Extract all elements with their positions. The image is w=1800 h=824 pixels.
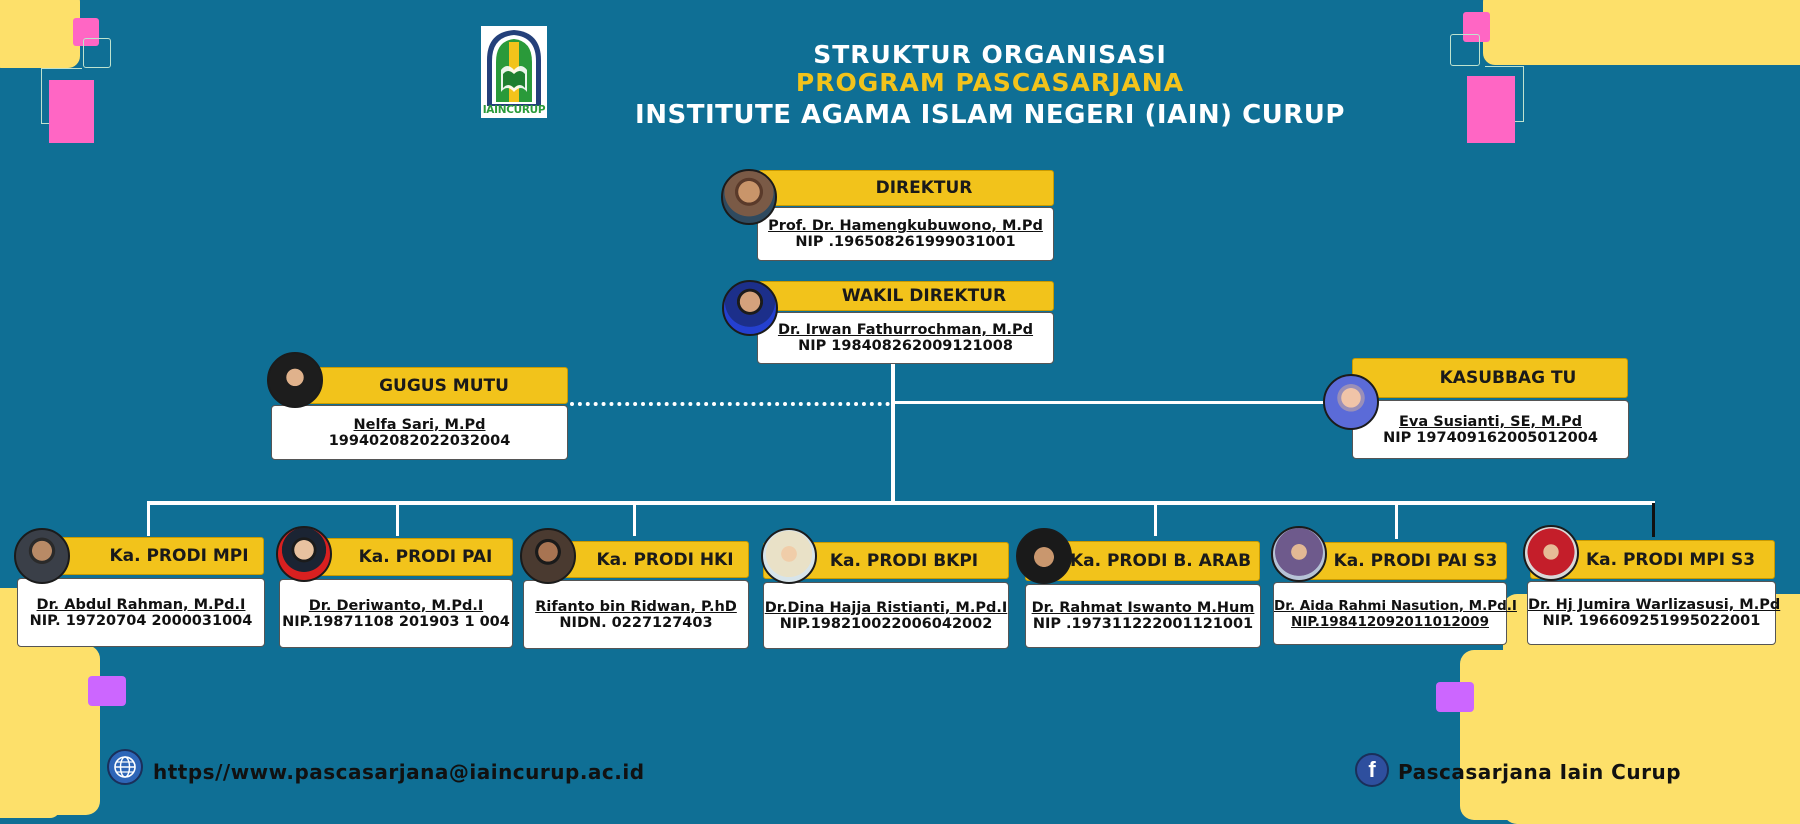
prodi-info: Dr. Abdul Rahman, M.Pd.I NIP. 19720704 2… [17, 578, 265, 647]
deco-outline-top-right [1450, 34, 1480, 66]
kasubbag-tu-nip: NIP 197409162005012004 [1383, 429, 1598, 446]
deco-yellow-top-right [1483, 0, 1800, 65]
deco-yellow-top-left [0, 0, 80, 68]
website-link[interactable]: https//www.pascasarjana@iaincurup.ac.id [153, 760, 645, 784]
page-title: STRUKTUR ORGANISASI [813, 40, 1167, 69]
prodi-role: Ka. PRODI MPI S3 [1530, 540, 1775, 579]
prodi-mpis3-photo [1523, 525, 1579, 581]
prodi-mpi-photo [14, 528, 70, 584]
institution-title: INSTITUTE AGAMA ISLAM NEGERI (IAIN) CURU… [635, 100, 1345, 130]
prodi-nip: NIDN. 0227127403 [559, 614, 713, 631]
logo-caption: IAINCURUP [482, 104, 546, 116]
prodi-info: Rifanto bin Ridwan, P.hD NIDN. 022712740… [523, 580, 749, 649]
kasubbag-tu-photo [1323, 374, 1379, 430]
facebook-link[interactable]: Pascasarjana Iain Curup [1398, 760, 1682, 784]
prodi-nip: NIP .197311222001121001 [1032, 616, 1254, 632]
prodi-info: Dr. Aida Rahmi Nasution, M.Pd.I NIP.1984… [1273, 582, 1517, 645]
deco-yellow-bottom-right-2 [1460, 650, 1540, 820]
prodi-name: Rifanto bin Ridwan, P.hD [535, 598, 737, 615]
connector-prodi-mpis3 [1652, 503, 1655, 537]
kasubbag-tu-name: Eva Susianti, SE, M.Pd [1399, 413, 1582, 430]
prodi-pais3-photo [1271, 526, 1327, 582]
prodi-name: Dr. Rahmat Iswanto M.Hum [1031, 600, 1255, 616]
prodi-name: Dr.Dina Hajja Ristianti, M.Pd.I [764, 599, 1008, 616]
deco-pink-small-top-right [1463, 12, 1490, 42]
deco-purple-bottom-left [88, 676, 126, 706]
gugus-mutu-info: Nelfa Sari, M.Pd 199402082022032004 [271, 405, 568, 460]
prodi-pai-photo [276, 526, 332, 582]
connector-prodi-hki [633, 503, 636, 536]
kasubbag-tu-role: KASUBBAG TU [1352, 358, 1628, 398]
deco-pink-small-top-left [73, 18, 99, 46]
prodi-role: Ka. PRODI HKI [545, 541, 749, 578]
gugus-mutu-name: Nelfa Sari, M.Pd [353, 416, 486, 433]
prodi-nip: NIP.19871108 201903 1 004 [282, 613, 510, 630]
prodi-name: Dr. Deriwanto, M.Pd.I [308, 597, 484, 614]
prodi-info: Dr. Rahmat Iswanto M.Hum NIP .1973112220… [1025, 584, 1261, 648]
deco-outline-top-left [83, 38, 111, 68]
gugus-mutu-role: GUGUS MUTU [284, 367, 568, 404]
connector-gugus-dotted [570, 402, 890, 406]
wakil-direktur-name: Dr. Irwan Fathurrochman, M.Pd [777, 322, 1034, 338]
prodi-name: Dr. Abdul Rahman, M.Pd.I [36, 596, 246, 613]
prodi-name: Dr. Hj Jumira Warlizasusi, M.Pd [1528, 597, 1781, 613]
prodi-name: Dr. Aida Rahmi Nasution, M.Pd.I [1274, 597, 1517, 614]
prodi-nip: NIP. 196609251995022001 [1542, 613, 1761, 629]
direktur-role: DIREKTUR [758, 170, 1054, 206]
prodi-nip: NIP.198412092011012009 [1291, 613, 1489, 630]
wakil-direktur-photo [722, 280, 778, 336]
connector-prodi-horizontal [147, 501, 1655, 505]
deco-purple-bottom-right [1436, 682, 1474, 712]
connector-kasubbag [893, 401, 1325, 404]
prodi-info: Dr. Hj Jumira Warlizasusi, M.Pd NIP. 196… [1527, 581, 1781, 645]
gugus-mutu-photo [267, 352, 323, 408]
direktur-photo [721, 169, 777, 225]
prodi-barab-photo [1016, 528, 1072, 584]
deco-pink-tall-top-left [49, 80, 94, 143]
iain-curup-logo: IAINCURUP [481, 26, 547, 118]
connector-prodi-pais3 [1395, 503, 1398, 539]
connector-prodi-pai [396, 503, 399, 536]
kasubbag-tu-info: Eva Susianti, SE, M.Pd NIP 1974091620050… [1352, 400, 1629, 459]
wakil-direktur-info: Dr. Irwan Fathurrochman, M.Pd NIP 198408… [757, 312, 1054, 364]
direktur-info: Prof. Dr. Hamengkubuwono, M.Pd NIP .1965… [757, 207, 1054, 261]
direktur-nip: NIP .196508261999031001 [795, 234, 1016, 250]
prodi-info: Dr. Deriwanto, M.Pd.I NIP.19871108 20190… [279, 579, 513, 648]
prodi-nip: NIP.198210022006042002 [779, 615, 993, 632]
deco-yellow-bottom-left-2 [0, 645, 100, 815]
direktur-name: Prof. Dr. Hamengkubuwono, M.Pd [768, 218, 1043, 234]
connector-main-vertical [891, 315, 895, 505]
prodi-info: Dr.Dina Hajja Ristianti, M.Pd.I NIP.1982… [763, 582, 1009, 649]
facebook-icon: f [1355, 753, 1389, 787]
prodi-bkpi-photo [761, 528, 817, 584]
wakil-direktur-nip: NIP 198408262009121008 [798, 338, 1013, 354]
deco-pink-tall-top-right [1467, 76, 1515, 143]
prodi-hki-photo [520, 528, 576, 584]
wakil-direktur-role: WAKIL DIREKTUR [758, 281, 1054, 311]
connector-prodi-mpi [147, 503, 150, 536]
prodi-nip: NIP. 19720704 2000031004 [29, 612, 253, 629]
prodi-role: Ka. PRODI PAI [302, 538, 513, 576]
page-subtitle: PROGRAM PASCASARJANA [795, 68, 1185, 97]
prodi-role: Ka. PRODI MPI [58, 537, 264, 575]
globe-icon [107, 749, 143, 785]
connector-prodi-barab [1154, 503, 1157, 536]
gugus-mutu-nip: 199402082022032004 [328, 432, 511, 449]
